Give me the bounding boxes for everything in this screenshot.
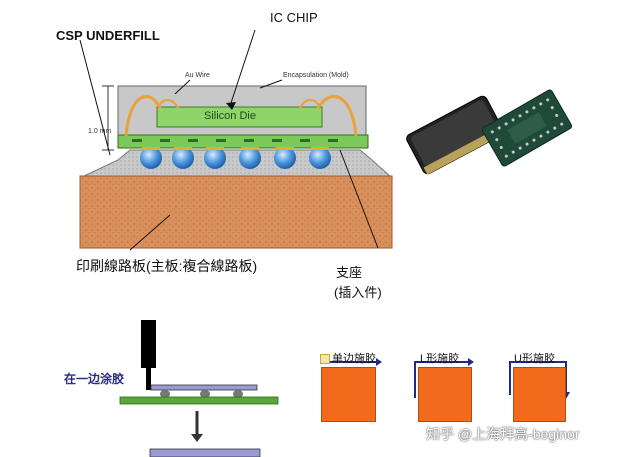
ic-chip-photo-green <box>481 89 573 167</box>
au-wire-left <box>124 95 162 137</box>
au-wire-right <box>316 95 358 137</box>
pcb-label: 印刷線路板(主板:複合線路板) <box>76 258 258 274</box>
silicon-die-label: Silicon Die <box>204 110 256 122</box>
holder-sub-label: (插入件) <box>334 285 382 300</box>
single-side-fill-square <box>321 367 376 422</box>
au-wire-label: Au Wire <box>185 72 210 79</box>
u-shape-label: U形施胶 <box>514 353 555 365</box>
single-side-label: 单边施胶 <box>320 350 376 366</box>
u-shape-fill-square <box>513 367 566 422</box>
solder-ball <box>140 147 162 169</box>
encapsulation-label: Encapsulation (Mold) <box>283 72 349 79</box>
ic-chip-photo-black <box>406 95 504 175</box>
chip-board-top <box>150 384 258 391</box>
ic-chip-label: IC CHIP <box>270 10 318 25</box>
dispenser-needle <box>141 320 156 368</box>
l-shape-fill-square <box>418 367 472 422</box>
checkbox-icon <box>320 354 330 365</box>
single-side-text: 单边施胶 <box>332 353 376 365</box>
u-shape-arrow <box>509 361 567 395</box>
solder-ball <box>309 147 331 169</box>
csp-underfill-label: CSP UNDERFILL <box>56 28 160 43</box>
silicon-die <box>156 106 323 128</box>
l-shape-arrow <box>414 361 470 398</box>
solder-ball <box>239 147 261 169</box>
chip-board-bottom <box>149 448 261 457</box>
dispense-one-side-label: 在一边涂胶 <box>64 372 125 386</box>
holder-label: 支座 <box>336 265 363 280</box>
solder-ball <box>172 147 194 169</box>
thickness-label: 1.0 mm <box>88 128 112 135</box>
solder-ball <box>204 147 226 169</box>
pcb-board <box>79 175 393 249</box>
watermark: 知乎 @上海拜高-beginor <box>426 426 580 442</box>
pcb-green-bar <box>119 396 279 405</box>
solder-ball <box>274 147 296 169</box>
l-shape-label: L形施胶 <box>420 353 460 365</box>
